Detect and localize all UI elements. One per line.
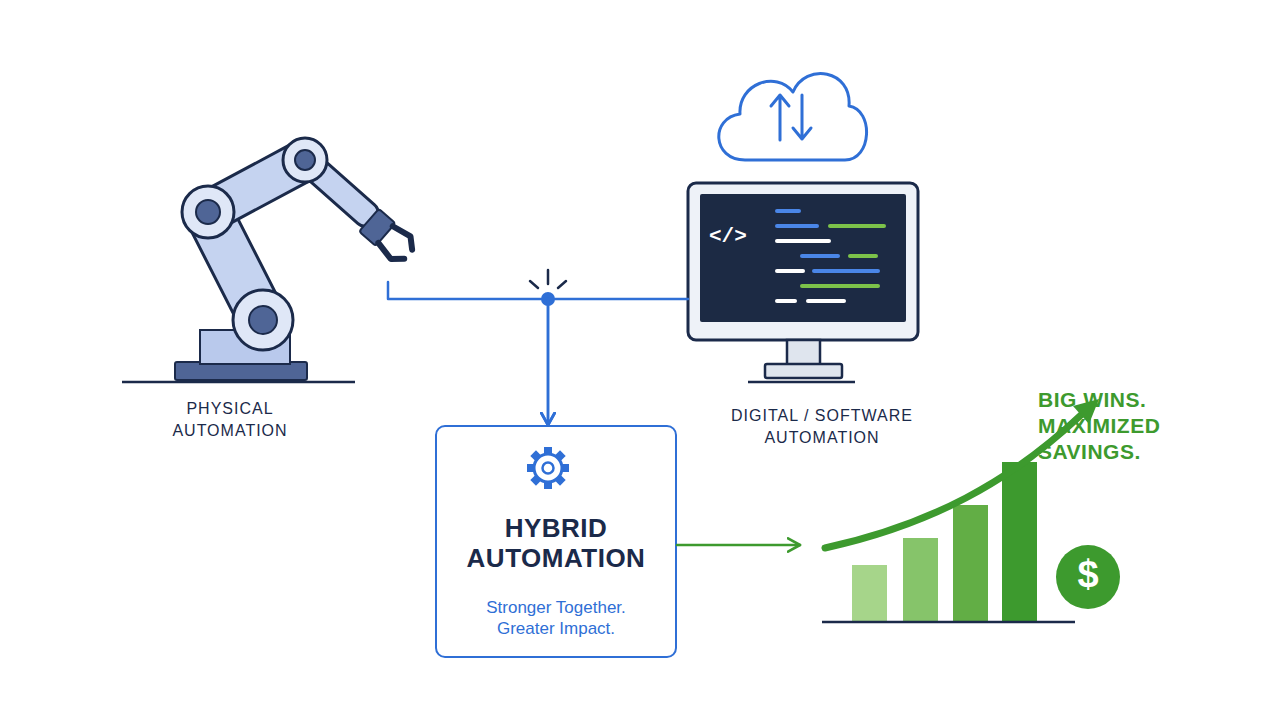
code-symbol: </>	[709, 224, 747, 249]
robot-gripper	[359, 209, 418, 266]
arm-joint	[182, 186, 234, 238]
hybrid-automation-box: HYBRID AUTOMATION Stronger Together. Grea…	[435, 425, 677, 658]
node-title: PHYSICAL AUTOMATION	[160, 398, 300, 442]
robot-arm	[122, 138, 418, 382]
software-automation-node: DIGITAL / SOFTWARE AUTOMATION	[688, 180, 956, 450]
monitor	[688, 183, 918, 382]
cloud-icon	[719, 74, 867, 160]
physical-automation-node: PHYSICAL AUTOMATION	[120, 140, 388, 450]
arm-joint-hub	[249, 306, 277, 334]
result-arrow	[677, 544, 800, 547]
node-title: HYBRID AUTOMATION	[456, 513, 656, 573]
merge-connector	[548, 299, 688, 425]
gear-icon	[527, 447, 569, 489]
arm-joint	[233, 290, 293, 350]
arm-joint	[283, 138, 327, 182]
junction	[530, 270, 566, 306]
node-title: DIGITAL / SOFTWARE AUTOMATION	[702, 405, 942, 449]
merge-connector	[388, 282, 548, 425]
ground-line	[122, 381, 355, 384]
node-subtitle: Stronger Together. Greater Impact.	[461, 597, 651, 639]
node-title: BIG WINS. MAXIMIZED SAVINGS.	[1038, 387, 1190, 465]
dollar-symbol: $	[1056, 553, 1120, 595]
arm-joint-hub	[196, 200, 220, 224]
savings-chart-node: BIG WINS. MAXIMIZED SAVINGS.	[800, 385, 1190, 625]
arm-joint-hub	[295, 150, 315, 170]
